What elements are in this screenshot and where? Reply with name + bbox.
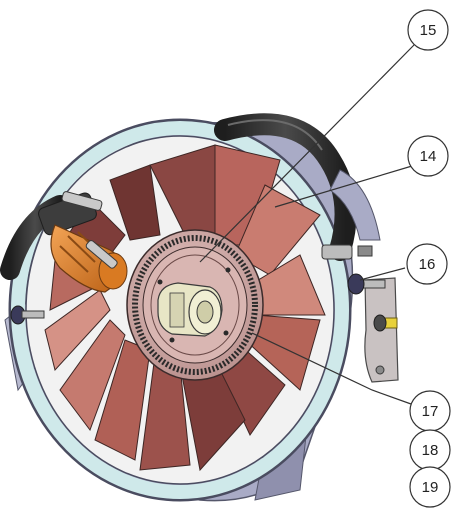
callout-15: 15 bbox=[407, 9, 449, 51]
svg-text:18: 18 bbox=[422, 442, 439, 459]
svg-text:19: 19 bbox=[422, 479, 439, 496]
callouts: 15 14 16 17 18 19 bbox=[406, 9, 451, 508]
callout-17: 17 bbox=[409, 390, 451, 432]
left-mount-bolt bbox=[10, 305, 45, 325]
upper-hose bbox=[214, 113, 357, 261]
bolt-yellow bbox=[373, 314, 398, 332]
fan-blades bbox=[44, 144, 326, 472]
callout-19: 19 bbox=[409, 466, 451, 508]
svg-text:14: 14 bbox=[420, 148, 437, 165]
svg-text:16: 16 bbox=[419, 256, 436, 273]
leader-line-15 bbox=[199, 44, 415, 263]
fan-clutch-boss bbox=[157, 282, 223, 337]
leader-line-17 bbox=[251, 332, 412, 405]
hose-clamp-right bbox=[321, 244, 373, 260]
leader-line-16 bbox=[359, 267, 406, 281]
callout-18: 18 bbox=[409, 429, 451, 471]
callout-16: 16 bbox=[406, 243, 448, 285]
leader-line-14 bbox=[274, 165, 413, 208]
svg-text:15: 15 bbox=[420, 22, 437, 39]
svg-text:17: 17 bbox=[422, 403, 439, 420]
bolt-16 bbox=[347, 273, 386, 295]
hose-clamp-band bbox=[61, 191, 118, 269]
callout-14: 14 bbox=[407, 135, 449, 177]
leader-lines bbox=[199, 44, 415, 405]
